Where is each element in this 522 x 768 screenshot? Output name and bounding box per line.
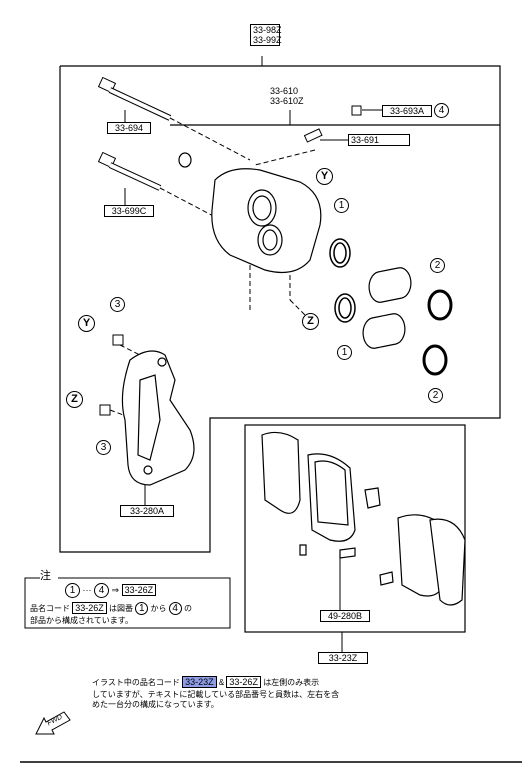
- note-line2-marker-1: 1: [135, 602, 149, 615]
- pads-drawing: [261, 431, 466, 606]
- label-bolt-upper: 33-694: [107, 122, 151, 134]
- seals-drawing: [329, 238, 453, 376]
- label-caliper-line1: 33-610: [270, 86, 299, 96]
- pads-frame: [244, 424, 466, 633]
- bolt-lower-drawing: [97, 151, 162, 191]
- note-line2-suffix: の: [183, 604, 192, 613]
- note-line2-marker-4: 4: [168, 602, 182, 615]
- footer-amp: &: [218, 678, 225, 687]
- marker-3-upper: 3: [110, 297, 125, 312]
- note-line2-prefix: 品名コード: [30, 604, 70, 613]
- footer-line1-prefix: イラスト中の品名コード: [92, 678, 180, 687]
- marker-y-bracket: Y: [78, 315, 95, 332]
- label-bleeder: 33-691: [348, 134, 410, 146]
- marker-4-cap: 4: [434, 103, 449, 118]
- boots-drawing: [99, 334, 124, 416]
- label-caliper-assy: 33-610 33-610Z: [270, 86, 304, 106]
- marker-1-lower: 1: [337, 345, 352, 360]
- footer-line3: めた一台分の構成になっています。: [92, 700, 219, 709]
- note-arrow: ⇒: [111, 585, 120, 595]
- marker-1-upper: 1: [334, 198, 349, 213]
- footer-line1: イラスト中の品名コード 33-23Z & 33-26Z は左側のみ表示: [92, 676, 319, 688]
- note-line1: 1 ··· 4 ⇒ 33-26Z: [65, 583, 157, 598]
- outer-frame: [59, 65, 501, 553]
- bleeder-drawing: [303, 105, 362, 143]
- marker-3-lower: 3: [96, 440, 111, 455]
- marker-z-caliper: Z: [302, 313, 319, 330]
- fwd-arrow-svg: [35, 711, 71, 735]
- bolt-upper-drawing: [97, 76, 172, 121]
- label-pads: 49-280B: [320, 610, 370, 622]
- note-line2: 品名コード 33-26Z は図番 1 から 4 の: [30, 602, 192, 615]
- note-marker-4: 4: [94, 583, 110, 598]
- footer-code-a: 33-23Z: [182, 676, 217, 688]
- label-cap: 33-693A: [382, 105, 432, 117]
- label-top-assy-line1: 33-98Z: [253, 25, 282, 35]
- marker-2-upper: 2: [430, 258, 445, 273]
- footer-line1-suffix: は左側のみ表示: [263, 678, 320, 687]
- fwd-arrow-icon: FWD: [34, 710, 74, 736]
- bracket-drawing: [121, 350, 195, 486]
- marker-z-bracket: Z: [66, 391, 83, 408]
- caliper-body-drawing: [178, 152, 322, 273]
- label-top-assy: 33-98Z 33-99Z: [250, 24, 282, 46]
- footer-code-b: 33-26Z: [226, 676, 261, 688]
- label-top-assy-line2: 33-99Z: [253, 35, 282, 45]
- note-kit-code: 33-26Z: [121, 584, 157, 596]
- label-bottom-assy: 33-23Z: [318, 652, 368, 664]
- footer-line2: していますが、テキストに記載している部品番号と員数は、左右を含: [92, 690, 340, 699]
- marker-2-lower: 2: [428, 388, 443, 403]
- note-frame: [24, 577, 231, 629]
- note-range-dots: ···: [82, 585, 92, 595]
- note-title: 注: [40, 570, 51, 582]
- note-line2-mid: は図番: [109, 604, 133, 613]
- pistons-drawing: [362, 267, 412, 349]
- note-line2-code: 33-26Z: [72, 602, 107, 614]
- label-bolt-lower: 33-699C: [104, 205, 154, 217]
- label-caliper-line2: 33-610Z: [270, 96, 304, 106]
- note-marker-1: 1: [65, 583, 80, 598]
- label-bracket: 33-280A: [120, 505, 174, 517]
- note-line2-from: から: [150, 604, 167, 613]
- marker-y-caliper: Y: [316, 168, 333, 185]
- note-line3: 部品から構成されています。: [30, 616, 133, 625]
